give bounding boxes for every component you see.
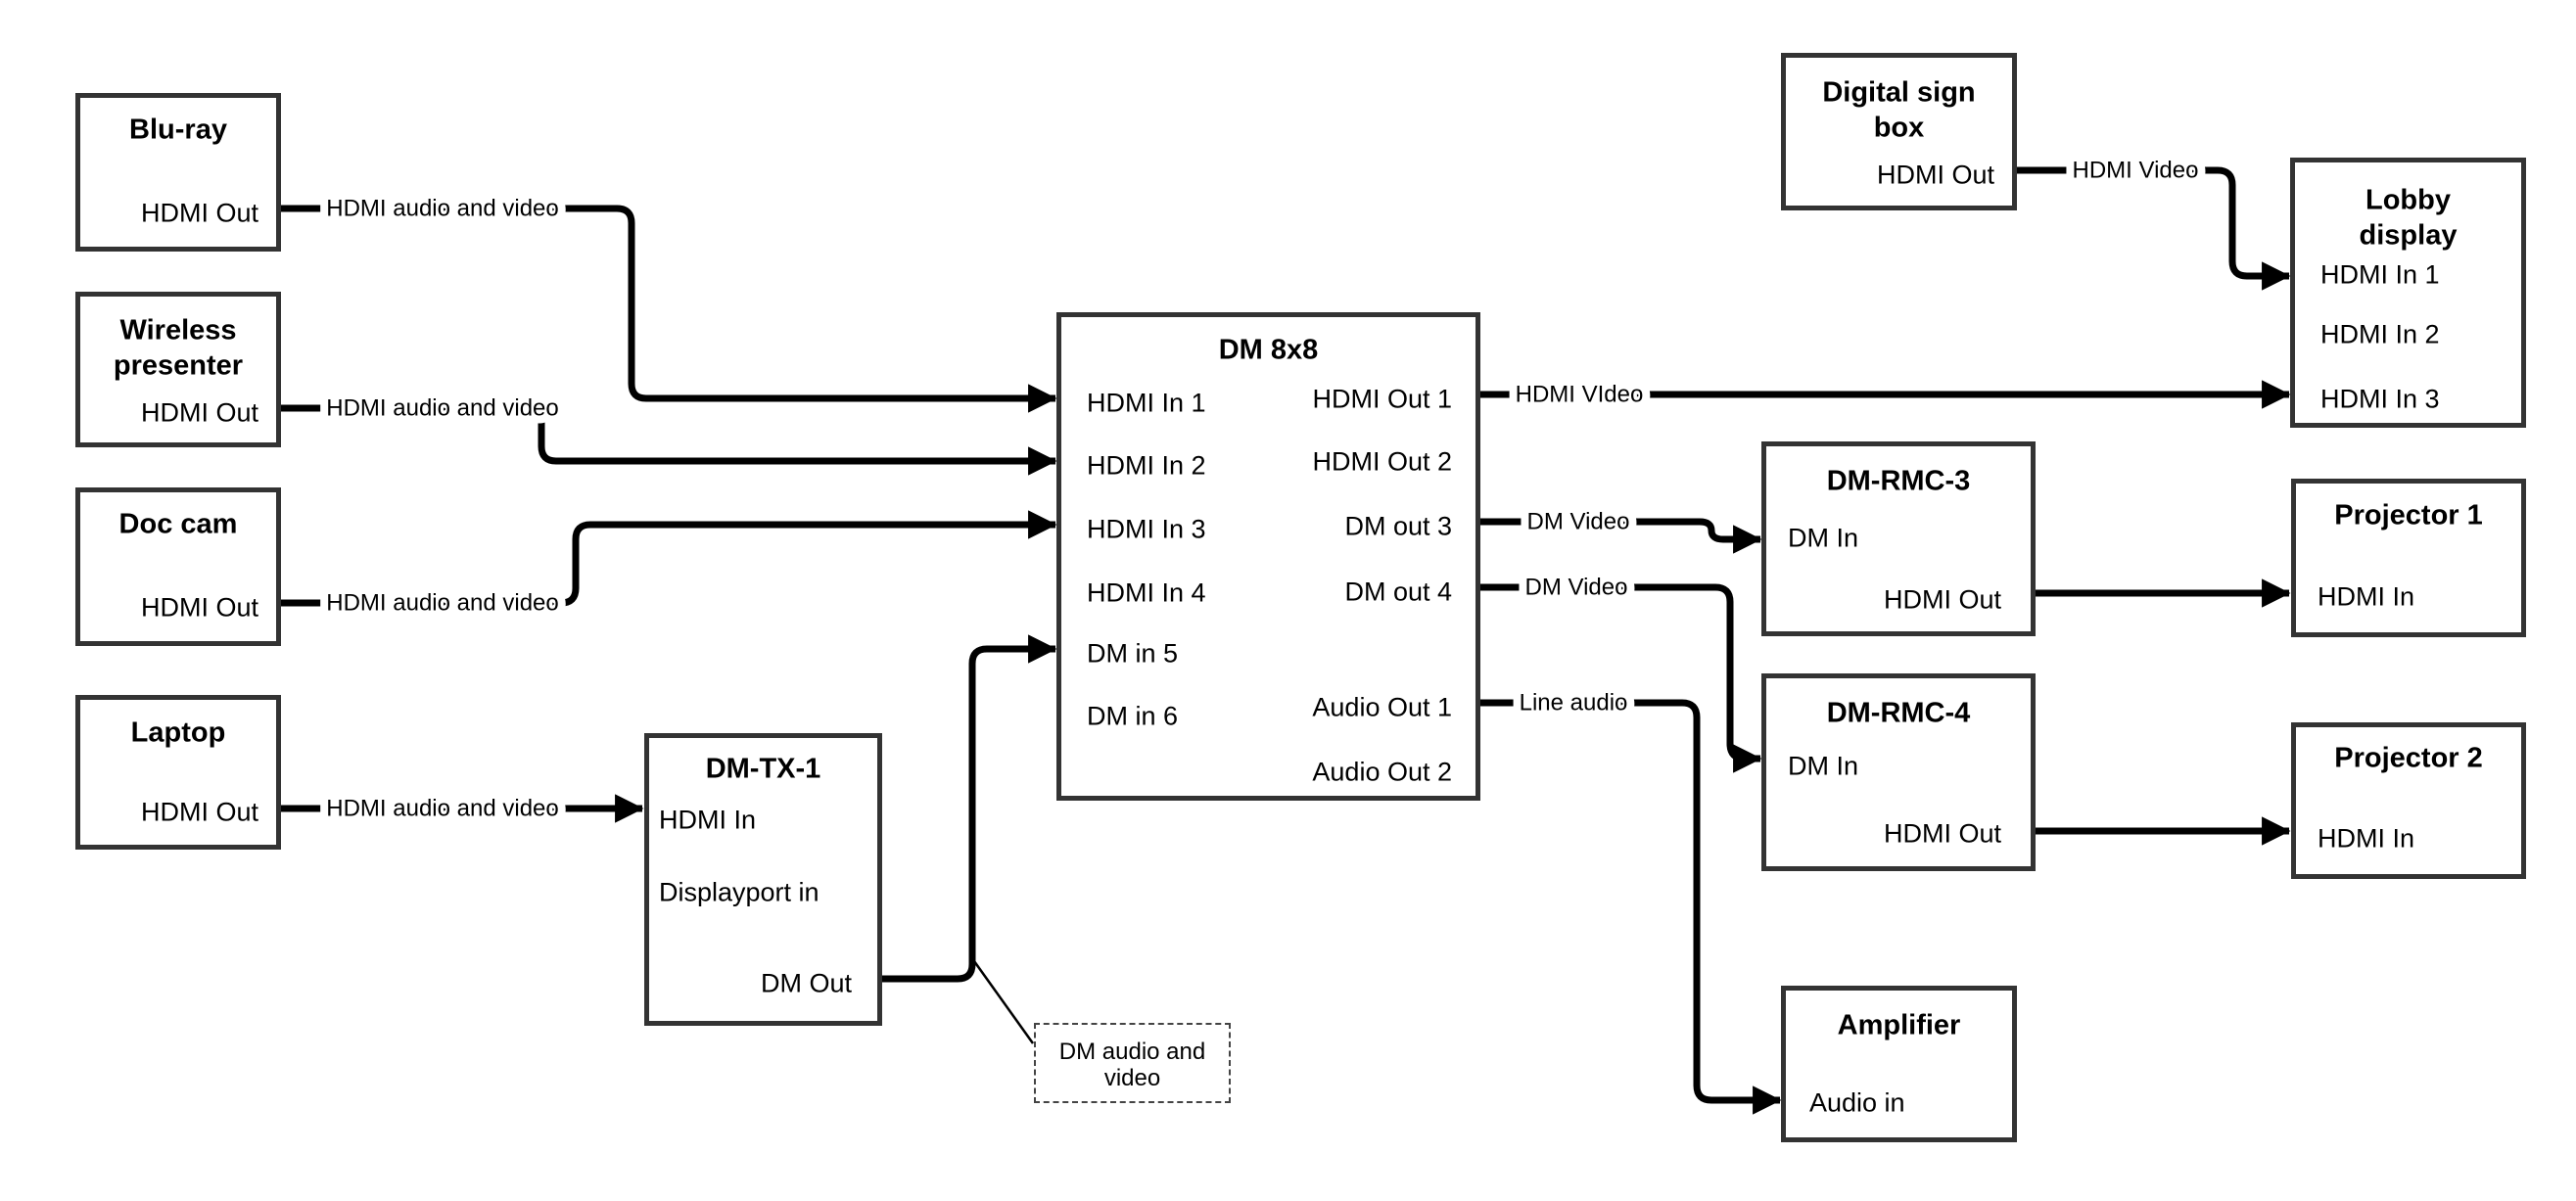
- node-title-amplifier: Amplifier: [1837, 1009, 1961, 1041]
- port-projector-1-hdmi-in: HDMI In: [2318, 581, 2415, 612]
- port-projector-2-hdmi-in: HDMI In: [2318, 823, 2415, 854]
- edge-label-dm8x8-out4-to-rmc4: DM Video: [1525, 575, 1628, 601]
- port-dm-rmc-4-hdmi-out: HDMI Out: [1883, 818, 2001, 849]
- node-title-digital-sign-box-line-1: Digital sign: [1822, 76, 1976, 109]
- edge-label-bluray-to-dm8x8-in1: HDMI audio and video: [326, 196, 558, 222]
- node-title-projector-2: Projector 2: [2334, 742, 2483, 774]
- node-title-laptop: Laptop: [130, 716, 226, 749]
- edge-label-dm8x8-out1-to-lobby-in3: HDMI VIdeo: [1516, 382, 1644, 408]
- port-dm-rmc-4-dm-in: DM In: [1788, 751, 1859, 781]
- port-dm-8x8-hdmi-in-3: HDMI In 3: [1087, 514, 1206, 544]
- port-doc-cam-hdmi-out: HDMI Out: [140, 592, 258, 623]
- node-title-digital-sign-box-line-2: box: [1873, 112, 1925, 144]
- node-projector-1: Projector 1 HDMI In: [2291, 479, 2526, 637]
- port-lobby-display-hdmi-in-1: HDMI In 1: [2320, 259, 2440, 290]
- node-title-dm-tx-1: DM-TX-1: [705, 753, 821, 785]
- edge-note-leader: [972, 960, 1035, 1044]
- edge-digitalsign-to-lobby-in1: [2017, 166, 2291, 291]
- edge-doccam-to-dm8x8-in3: [281, 510, 1057, 607]
- port-wireless-presenter-hdmi-out: HDMI Out: [140, 397, 258, 428]
- port-amplifier-audio-in: Audio in: [1809, 1087, 1905, 1118]
- port-dm-8x8-hdmi-out-1: HDMI Out 1: [1312, 384, 1452, 414]
- edge-wireless-to-dm8x8-in2: [281, 404, 1057, 476]
- node-title-lobby-display-line-2: display: [2359, 219, 2458, 252]
- port-dm-8x8-audio-out-2: Audio Out 2: [1312, 757, 1452, 787]
- port-dm-8x8-hdmi-out-2: HDMI Out 2: [1312, 446, 1452, 477]
- node-title-wireless-presenter-line-1: Wireless: [119, 314, 237, 346]
- node-dm-rmc-4: DM-RMC-4 DM In HDMI Out: [1761, 673, 2036, 871]
- edge-bluray-to-dm8x8-in1: [281, 205, 1057, 413]
- node-title-dm-rmc-4: DM-RMC-4: [1826, 697, 1971, 729]
- node-title-dm-audio-video-note-line-1: DM audio and: [1058, 1039, 1206, 1065]
- node-title-dm-audio-video-note-line-2: video: [1103, 1065, 1161, 1091]
- edge-dmtx1-to-dm8x8-in5: [882, 634, 1057, 983]
- port-bluray-hdmi-out: HDMI Out: [140, 198, 258, 228]
- edge-dm8x8-out4-to-rmc4: [1480, 583, 1762, 773]
- port-dm-8x8-dm-out-4: DM out 4: [1344, 577, 1452, 607]
- port-dm-tx-1-dm-out: DM Out: [760, 968, 852, 998]
- node-title-wireless-presenter-line-2: presenter: [113, 349, 244, 382]
- port-dm-8x8-hdmi-in-4: HDMI In 4: [1087, 577, 1206, 608]
- edge-dm8x8-out3-to-rmc3: [1480, 518, 1762, 554]
- port-dm-8x8-dm-out-3: DM out 3: [1344, 511, 1452, 541]
- edge-dm8x8-audioout1-to-amplifier: [1480, 699, 1782, 1115]
- edge-label-wireless-to-dm8x8-in2: HDMI audio and video: [326, 395, 558, 422]
- port-dm-8x8-audio-out-1: Audio Out 1: [1312, 692, 1452, 722]
- port-laptop-hdmi-out: HDMI Out: [140, 797, 258, 827]
- port-digital-sign-box-hdmi-out: HDMI Out: [1876, 160, 1994, 190]
- port-dm-rmc-3-hdmi-out: HDMI Out: [1883, 584, 2001, 615]
- port-dm-tx-1-displayport-in: Displayport in: [659, 877, 820, 907]
- node-projector-2: Projector 2 HDMI In: [2291, 722, 2526, 879]
- port-dm-tx-1-hdmi-in: HDMI In: [659, 805, 757, 835]
- edge-label-doccam-to-dm8x8-in3: HDMI audio and video: [326, 590, 558, 617]
- edge-label-digitalsign-to-lobby-in1: HDMI Video: [2073, 158, 2199, 184]
- port-dm-8x8-dm-in-5: DM in 5: [1087, 638, 1179, 669]
- port-lobby-display-hdmi-in-2: HDMI In 2: [2320, 319, 2440, 349]
- port-dm-8x8-dm-in-6: DM in 6: [1087, 701, 1179, 731]
- edge-label-dm8x8-audioout1-to-amplifier: Line audio: [1520, 690, 1628, 716]
- port-lobby-display-hdmi-in-3: HDMI In 3: [2320, 384, 2440, 414]
- node-title-lobby-display-line-1: Lobby: [2365, 184, 2451, 216]
- port-dm-8x8-hdmi-in-2: HDMI In 2: [1087, 450, 1206, 481]
- port-dm-rmc-3-dm-in: DM In: [1788, 523, 1859, 553]
- port-dm-8x8-hdmi-in-1: HDMI In 1: [1087, 388, 1206, 418]
- node-dm-rmc-3: DM-RMC-3 DM In HDMI Out: [1761, 441, 2036, 636]
- node-title-projector-1: Projector 1: [2334, 499, 2483, 531]
- node-title-dm-8x8: DM 8x8: [1218, 334, 1319, 366]
- edge-label-dm8x8-out3-to-rmc3: DM Video: [1527, 509, 1630, 535]
- node-title-bluray: Blu-ray: [129, 114, 227, 146]
- node-title-doc-cam: Doc cam: [118, 508, 238, 540]
- edge-label-laptop-to-dmtx1: HDMI audio and video: [326, 796, 558, 822]
- node-title-dm-rmc-3: DM-RMC-3: [1826, 465, 1971, 497]
